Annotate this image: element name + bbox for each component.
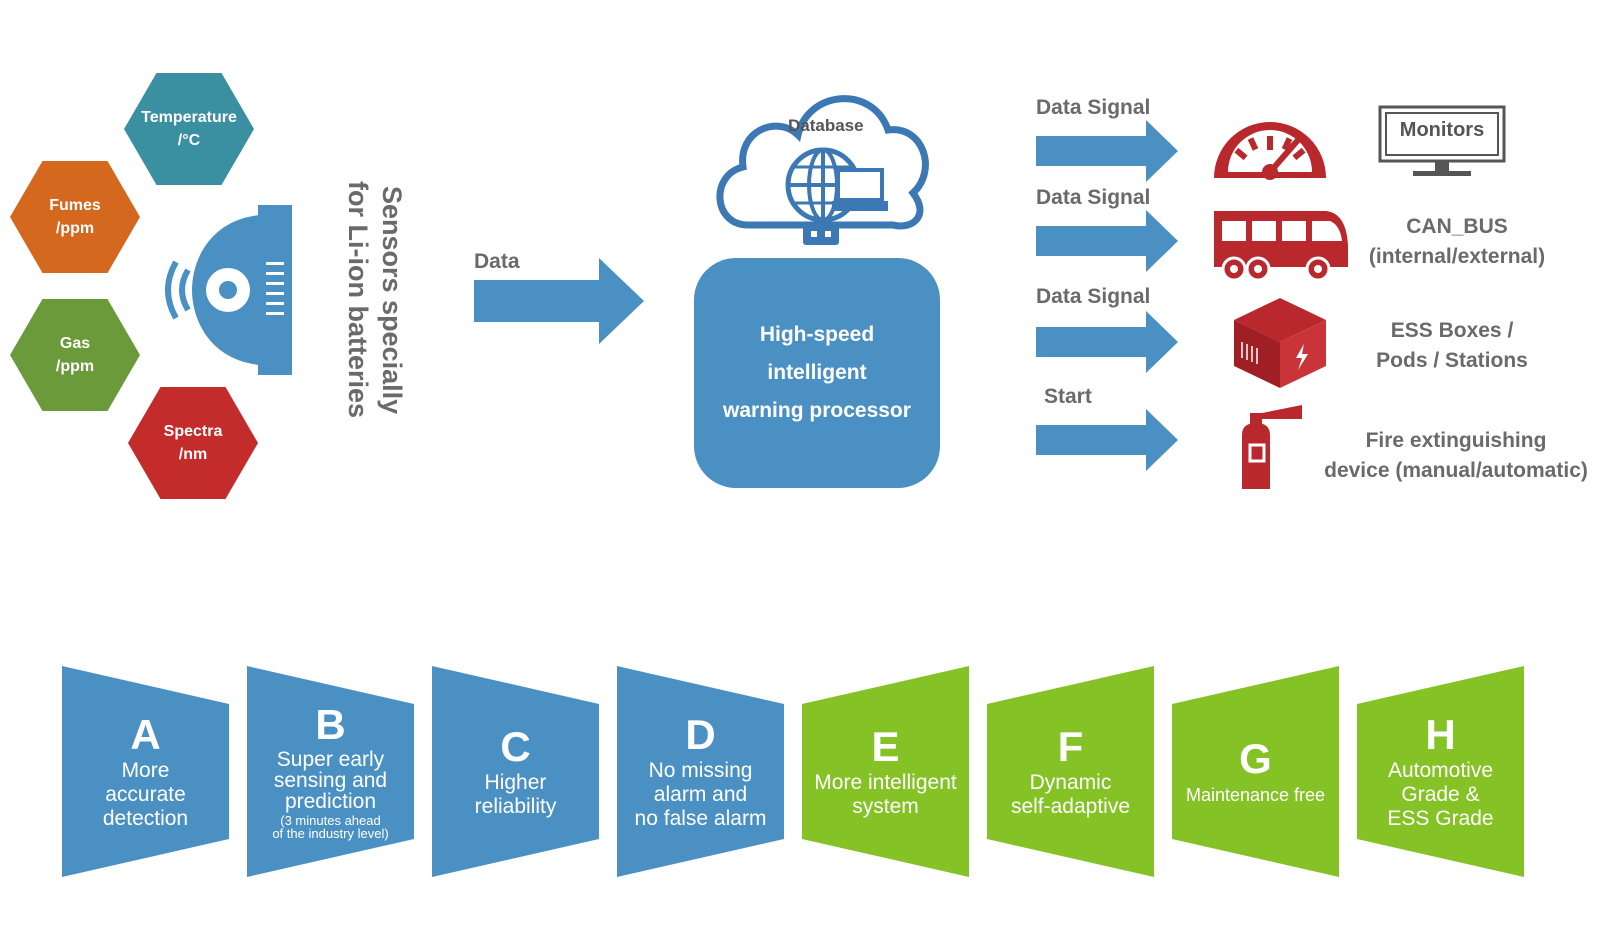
feature-desc-line: accurate <box>105 782 186 806</box>
canbus-label: CAN_BUS (internal/external) <box>1352 212 1562 272</box>
gauge-icon <box>1214 122 1326 180</box>
feature-desc-line: Grade & <box>1401 782 1480 806</box>
sensor-temperature: Temperature /°C <box>124 73 254 185</box>
feature-desc-line: Maintenance free <box>1185 784 1326 805</box>
signal-label-monitors: Data Signal <box>1036 96 1151 119</box>
feature-desc: More intelligent system <box>808 771 962 819</box>
feature-f: F Dynamic self-adaptive <box>987 666 1154 877</box>
feature-desc-line: No missing <box>648 758 753 782</box>
feature-desc: More accurate detection <box>97 759 194 831</box>
feature-desc: Maintenance free <box>1180 783 1331 807</box>
sensor-gas: Gas /ppm <box>10 299 140 411</box>
signal-label-canbus: Data Signal <box>1036 186 1151 209</box>
canbus-line1: CAN_BUS <box>1406 215 1508 238</box>
feature-letter: G <box>1239 734 1272 782</box>
start-arrow-icon <box>1036 409 1178 471</box>
sensor-spectra-name: Spectra <box>163 423 223 440</box>
canbus-line2: (internal/external) <box>1368 245 1546 268</box>
feature-desc: No missing alarm and no false alarm <box>629 759 773 831</box>
feature-desc-line: no false alarm <box>634 806 767 830</box>
sensor-fumes: Fumes /ppm <box>10 161 140 273</box>
feature-note-line: (3 minutes ahead <box>280 813 381 828</box>
sensors-title-line2: for Li-ion batteries <box>343 181 373 419</box>
sensor-temperature-unit: /°C <box>177 132 201 149</box>
sensor-spectra: Spectra /nm <box>128 387 258 499</box>
feature-desc-line: Automotive <box>1387 758 1494 782</box>
feature-desc: Higher reliability <box>469 771 563 819</box>
feature-h: H Automotive Grade & ESS Grade <box>1357 666 1524 877</box>
sensor-gas-name: Gas <box>59 335 91 352</box>
ess-line2: Pods / Stations <box>1376 349 1528 372</box>
fire-line1: Fire extinguishing <box>1365 429 1547 452</box>
feature-desc-line: Super early <box>276 748 385 771</box>
sensor-device-icon <box>165 205 292 375</box>
data-arrow-icon <box>474 258 644 344</box>
feature-note-line: of the industry level) <box>272 826 389 841</box>
sensor-gas-unit: /ppm <box>55 358 95 375</box>
feature-b: B Super early sensing and prediction (3 … <box>247 666 414 877</box>
warning-processor: High-speed intelligent warning processor <box>694 258 940 488</box>
ess-label: ESS Boxes / Pods / Stations <box>1352 316 1552 376</box>
feature-note: (3 minutes ahead of the industry level) <box>272 814 388 840</box>
feature-letter: A <box>130 710 161 758</box>
feature-letter: H <box>1425 710 1456 758</box>
feature-e: E More intelligent system <box>802 666 969 877</box>
ess-line1: ESS Boxes / <box>1390 319 1514 342</box>
bus-icon <box>1214 211 1348 282</box>
feature-g: G Maintenance free <box>1172 666 1339 877</box>
fire-label: Fire extinguishing device (manual/automa… <box>1316 426 1596 486</box>
signal-label-ess: Data Signal <box>1036 285 1151 308</box>
battery-box-icon <box>1234 298 1326 388</box>
sensor-fumes-unit: /ppm <box>55 220 95 237</box>
sensors-title-line1: Sensors specially <box>377 185 407 415</box>
feature-letter: B <box>315 701 346 748</box>
feature-letter: E <box>871 722 900 770</box>
feature-desc-line: system <box>852 794 919 818</box>
fire-extinguisher-icon <box>1242 405 1302 489</box>
processor-line3: warning processor <box>723 399 911 422</box>
feature-desc-line: self-adaptive <box>1010 794 1131 818</box>
sensor-temperature-name: Temperature <box>141 109 237 126</box>
feature-desc-line: detection <box>102 806 189 830</box>
feature-a: A More accurate detection <box>62 666 229 877</box>
feature-desc-line: prediction <box>284 790 377 813</box>
monitors-label: Monitors <box>1399 119 1485 141</box>
feature-desc: Super early sensing and prediction <box>268 749 393 812</box>
sensor-spectra-unit: /nm <box>178 446 208 463</box>
feature-desc-line: reliability <box>474 794 557 818</box>
processor-line1: High-speed <box>759 323 875 346</box>
feature-desc-line: alarm and <box>653 782 748 806</box>
feature-desc: Dynamic self-adaptive <box>1005 771 1136 819</box>
feature-letter: D <box>685 710 716 758</box>
processor-line2: intelligent <box>767 361 867 384</box>
monitor-icon <box>1378 105 1506 176</box>
feature-letter: C <box>500 722 531 770</box>
feature-c: C Higher reliability <box>432 666 599 877</box>
start-label: Start <box>1044 385 1092 408</box>
signal-arrow-icon <box>1036 210 1178 272</box>
feature-letter: F <box>1057 722 1084 770</box>
feature-desc-line: Higher <box>484 770 547 794</box>
feature-desc-line: More <box>121 758 170 782</box>
feature-desc-line: Dynamic <box>1029 770 1112 794</box>
sensors-title: Sensors specially for Li-ion batteries <box>340 170 410 430</box>
feature-desc-line: ESS Grade <box>1387 806 1494 830</box>
fire-line2: device (manual/automatic) <box>1324 459 1588 482</box>
database-label: Database <box>788 116 864 135</box>
signal-arrow-icon <box>1036 120 1178 182</box>
data-label: Data <box>474 250 520 273</box>
cloud-database-icon <box>716 95 929 245</box>
sensor-fumes-name: Fumes <box>49 197 101 214</box>
feature-d: D No missing alarm and no false alarm <box>617 666 784 877</box>
signal-arrow-icon <box>1036 311 1178 373</box>
feature-desc-line: sensing and <box>273 769 388 792</box>
feature-desc-line: More intelligent <box>814 770 957 794</box>
feature-desc: Automotive Grade & ESS Grade <box>1381 759 1499 831</box>
